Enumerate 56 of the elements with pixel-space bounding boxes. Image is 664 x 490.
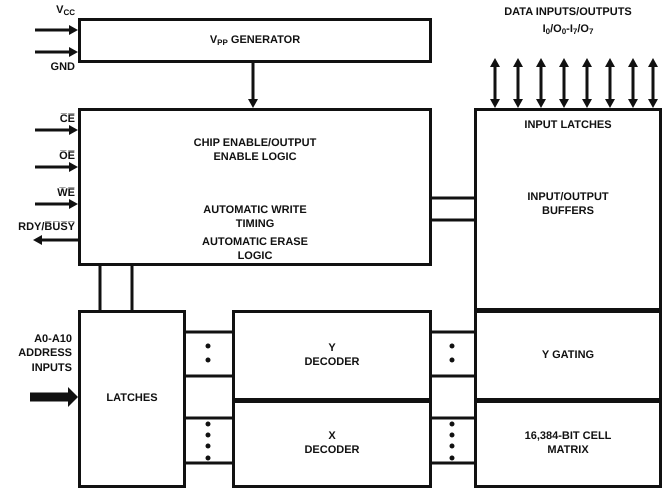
signal-label: O̅E̅: [58, 149, 75, 164]
signal-label: V$_{CC}$: [55, 3, 75, 18]
arrow: [35, 47, 78, 57]
bus-line: [432, 196, 474, 200]
block-box: [232, 310, 432, 401]
bus-line: [432, 416, 474, 420]
block-label: V$_{PP}$ GENERATOR: [208, 34, 302, 48]
bus-line: [432, 218, 474, 222]
block-label: INPUT/OUTPUT BUFFERS: [526, 191, 610, 218]
block-label: CHIP ENABLE/OUTPUT ENABLE LOGIC: [192, 137, 318, 164]
arrow: [628, 58, 638, 108]
bus-line: [130, 266, 134, 310]
signal-label: A0-A10 ADDRESS INPUTS: [17, 332, 72, 375]
block-box: [78, 18, 432, 63]
signal-label: GND: [50, 60, 75, 74]
arrow: [648, 58, 658, 108]
bus-line: [98, 266, 102, 310]
arrow: [35, 125, 78, 135]
signal-label: RDY/B̅U̅S̅Y̅: [17, 220, 75, 234]
arrow: [513, 58, 523, 108]
block-box: [78, 310, 186, 488]
arrow: [582, 58, 592, 108]
bus-line: [186, 462, 232, 464]
bus-line: [186, 416, 232, 420]
signal-label: I$_{0}$/O$_{0}$-I$_{7}$/O$_{7}$: [542, 23, 594, 36]
block-box: [474, 310, 662, 401]
block-box: [232, 400, 432, 488]
bus-line: [432, 374, 474, 378]
block-label: INPUT LATCHES: [523, 119, 613, 133]
signal-label: DATA INPUTS/OUTPUTS: [503, 6, 633, 18]
arrow: [30, 387, 78, 407]
bus-line: [186, 330, 232, 334]
block-label: X DECODER: [303, 430, 360, 458]
block-label: Y GATING: [540, 348, 596, 362]
arrow: [559, 58, 569, 108]
block-label: AUTOMATIC WRITE TIMING: [202, 204, 308, 232]
signal-label: W̅E̅: [56, 186, 75, 200]
arrow: [33, 235, 78, 245]
block-label: 16,384-BIT CELL MATRIX: [524, 430, 612, 458]
arrow: [35, 199, 78, 209]
signal-label: C̅E̅: [58, 112, 75, 126]
arrow: [35, 162, 78, 172]
arrow: [248, 63, 258, 108]
block-box: [78, 108, 432, 266]
arrow: [35, 25, 78, 35]
block-label: AUTOMATIC ERASE LOGIC: [201, 236, 309, 264]
bus-line: [432, 462, 474, 464]
arrow: [536, 58, 546, 108]
block-box: [474, 400, 662, 488]
block-box: [474, 108, 662, 311]
block-label: Y DECODER: [303, 342, 360, 370]
arrow: [605, 58, 615, 108]
block-label: LATCHES: [105, 392, 159, 406]
bus-line: [186, 374, 232, 378]
bus-line: [432, 330, 474, 334]
arrow: [490, 58, 500, 108]
